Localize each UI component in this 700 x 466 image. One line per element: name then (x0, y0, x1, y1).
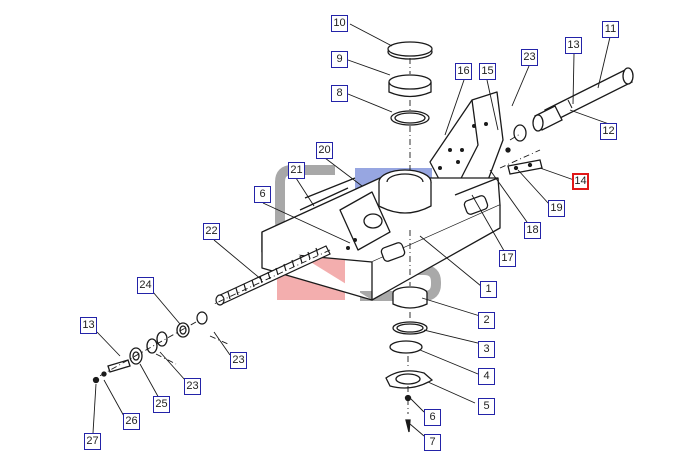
callout-9: 9 (331, 51, 348, 68)
callout-17: 17 (499, 250, 516, 267)
callout-23-low: 23 (184, 378, 201, 395)
callout-22: 22 (203, 223, 220, 240)
callout-7: 7 (424, 434, 441, 451)
callout-18: 18 (524, 222, 541, 239)
leader-lines (92, 23, 611, 437)
callout-23-mid: 23 (230, 352, 247, 369)
callout-24: 24 (137, 277, 154, 294)
callout-27: 27 (84, 433, 101, 450)
callout-15: 15 (479, 63, 496, 80)
callout-21: 21 (288, 162, 305, 179)
callout-10: 10 (331, 15, 348, 32)
right-cylinder (513, 67, 634, 142)
frame-details (346, 122, 488, 250)
callout-6-bottom: 6 (424, 409, 441, 426)
callout-4: 4 (478, 368, 495, 385)
callout-12: 12 (600, 123, 617, 140)
callout-16: 16 (455, 63, 472, 80)
callout-8: 8 (331, 85, 348, 102)
lower-left-parts (92, 322, 190, 384)
callout-6-frame: 6 (254, 186, 271, 203)
callout-23-top: 23 (521, 49, 538, 66)
callout-5: 5 (478, 398, 495, 415)
pin-right (505, 147, 543, 175)
top-rings (387, 41, 433, 126)
callout-26: 26 (123, 413, 140, 430)
callout-20: 20 (316, 142, 333, 159)
callout-1: 1 (480, 281, 497, 298)
callout-19: 19 (548, 200, 565, 217)
callout-13-top: 13 (565, 37, 582, 54)
callout-14: 14 (572, 173, 589, 190)
callout-3: 3 (478, 341, 495, 358)
callout-2: 2 (478, 312, 495, 329)
callout-25: 25 (153, 396, 170, 413)
callout-13-left: 13 (80, 317, 97, 334)
bottom-stack (385, 286, 434, 433)
callout-11: 11 (602, 21, 619, 38)
